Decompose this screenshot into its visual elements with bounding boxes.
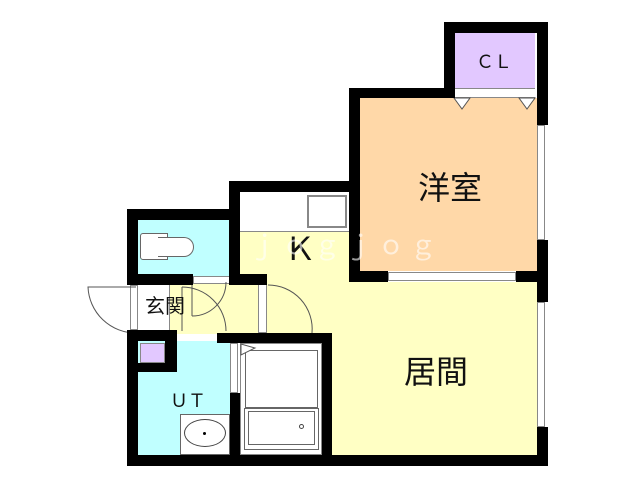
bathtub-icon [244, 408, 319, 450]
western-room-window-bottom [388, 272, 516, 281]
kitchen-door-swing-icon [267, 284, 313, 334]
closet-label: ＣＬ [476, 52, 512, 73]
entrance-door-jamb [130, 285, 138, 330]
washbasin-icon [184, 419, 226, 447]
wall [230, 393, 240, 455]
entrance-step [170, 285, 190, 330]
bath-door-icon [240, 343, 257, 356]
wall [444, 22, 455, 98]
watermark: ｊｏｇｊｏｇ [250, 231, 443, 261]
wall [516, 271, 548, 282]
wall [349, 88, 455, 98]
western-room-label: 洋室 [418, 169, 483, 207]
closet-door-strip [455, 88, 535, 98]
entrance-room [138, 285, 170, 330]
entrance-label: 玄関 [145, 294, 185, 318]
storage-closet [140, 343, 165, 363]
wall [229, 274, 267, 285]
wall [127, 274, 193, 285]
closet-room [455, 33, 535, 88]
closet-door-left-icon [453, 97, 471, 110]
bathtub-drain-icon [299, 424, 304, 429]
wall [229, 181, 240, 284]
hall-door-swing-icon [181, 286, 227, 332]
wall [127, 455, 548, 466]
wall [127, 209, 240, 220]
sink-icon [307, 195, 347, 228]
utility-door-strip [230, 343, 238, 393]
living-room [330, 282, 537, 455]
closet-door-right-icon [518, 97, 536, 110]
wall [537, 22, 548, 125]
western-room [360, 98, 537, 271]
utility-label: ＵＴ [170, 391, 206, 412]
western-room-window-right [537, 125, 545, 240]
wall [444, 22, 548, 33]
toilet-bowl-icon [158, 237, 194, 257]
wall [217, 333, 330, 343]
living-room-label: 居間 [404, 353, 469, 391]
wall [127, 330, 177, 341]
wall [165, 330, 177, 370]
wall [138, 363, 177, 372]
wall [322, 333, 332, 455]
wall [349, 271, 388, 282]
wall [537, 427, 548, 466]
living-window-right [537, 302, 545, 427]
wall [127, 209, 138, 285]
toilet-door-swing-icon [191, 281, 227, 317]
bathtub-inner [248, 411, 315, 445]
bath-wash-area [245, 350, 318, 408]
entrance-door-swing-icon [87, 286, 137, 334]
wall [127, 330, 138, 465]
kitchen-label: Ｋ [284, 230, 317, 268]
washbasin-drain-icon [203, 432, 206, 435]
wall [229, 181, 360, 192]
